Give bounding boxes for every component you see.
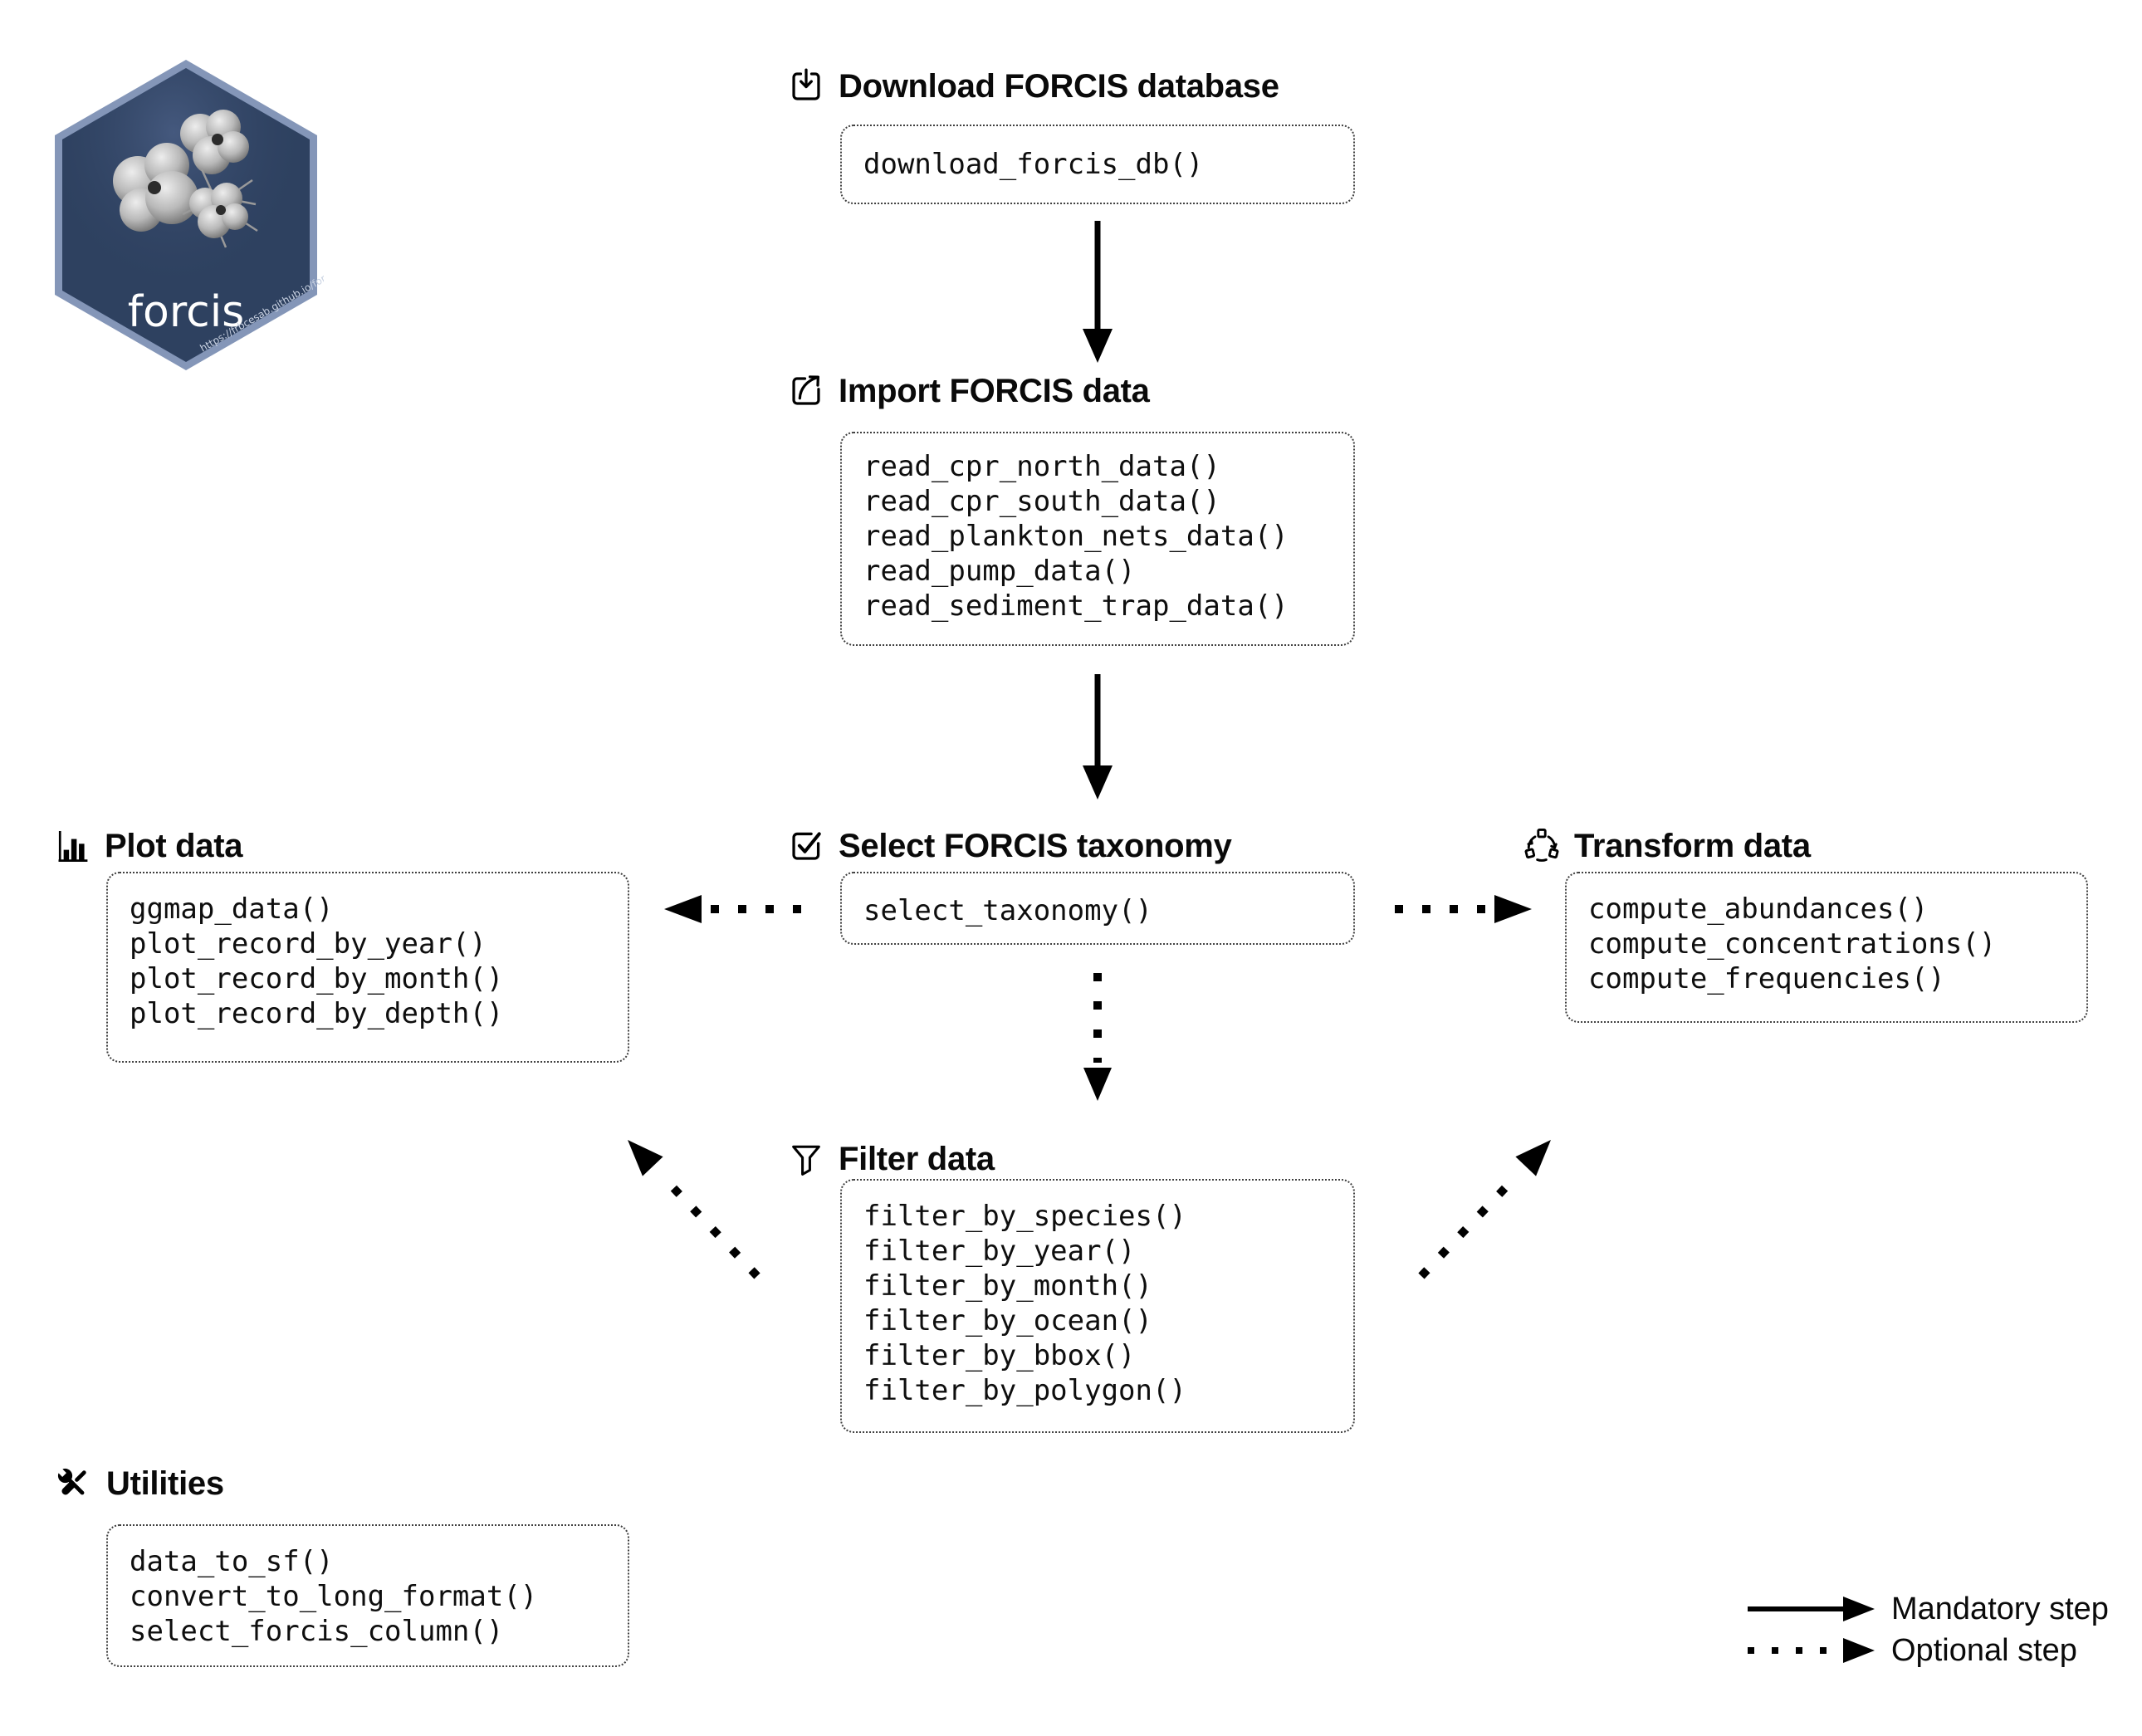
section-header-import: Import FORCIS data [787, 369, 1150, 413]
section-header-filter: Filter data [787, 1137, 995, 1181]
funnel-icon [792, 1145, 820, 1176]
section-title: Import FORCIS data [839, 372, 1150, 409]
function-name: read_cpr_south_data() [863, 485, 1220, 518]
function-name: convert_to_long_format() [130, 1580, 538, 1613]
function-name: select_forcis_column() [130, 1615, 504, 1648]
function-name: compute_frequencies() [1588, 962, 1945, 995]
function-name: filter_by_year() [863, 1235, 1136, 1268]
section-title: Transform data [1574, 827, 1811, 864]
arrow-filter-to-transform [1418, 1140, 1551, 1279]
section-header-select: Select FORCIS taxonomy [787, 824, 1232, 868]
function-name: ggmap_data() [130, 892, 334, 926]
box-arrow-out-icon [792, 375, 820, 405]
section-title: Download FORCIS database [839, 67, 1279, 105]
section-title: Plot data [105, 827, 243, 864]
section-header-download: Download FORCIS database [787, 65, 1279, 108]
arrow-import-to-select [1083, 674, 1113, 800]
arrow-select-to-transform [1395, 895, 1532, 923]
function-name: filter_by_polygon() [863, 1374, 1186, 1407]
section-title: Filter data [839, 1140, 995, 1177]
bar-chart-icon [58, 830, 88, 862]
function-name: plot_record_by_depth() [130, 997, 504, 1030]
function-name: filter_by_species() [863, 1200, 1186, 1233]
forcis-hex-logo: forcis https://frbcesab.github.io/forcis [55, 60, 324, 370]
section-title: Select FORCIS taxonomy [839, 827, 1232, 864]
arrow-select-to-plot [664, 895, 801, 923]
transform-cycle-icon [1524, 829, 1559, 862]
function-name: read_pump_data() [863, 555, 1136, 588]
function-name: download_forcis_db() [863, 148, 1204, 181]
select-functions-box: select_taxonomy() [840, 872, 1355, 945]
filter-functions-box: filter_by_species() filter_by_year() fil… [840, 1179, 1355, 1433]
legend-optional-label: Optional step [1891, 1633, 2077, 1668]
function-name: filter_by_bbox() [863, 1339, 1136, 1372]
tray-arrow-down-icon [792, 68, 820, 100]
function-name: select_taxonomy() [863, 894, 1152, 927]
section-title: Utilities [106, 1465, 224, 1502]
legend-optional-arrow [1748, 1638, 1875, 1663]
function-name: filter_by_month() [863, 1269, 1152, 1303]
function-name: compute_abundances() [1588, 892, 1929, 926]
function-name: compute_concentrations() [1588, 927, 1997, 961]
arrow-filter-to-plot [628, 1140, 760, 1279]
section-header-utilities: Utilities [53, 1462, 224, 1505]
function-name: data_to_sf() [130, 1545, 334, 1578]
section-header-plot: Plot data [53, 824, 243, 868]
legend-mandatory-label: Mandatory step [1891, 1592, 2109, 1626]
function-name: plot_record_by_year() [130, 927, 487, 961]
crossed-tools-icon [56, 1467, 86, 1495]
arrow-select-to-filter [1083, 973, 1112, 1101]
legend-mandatory-arrow [1748, 1597, 1875, 1621]
plot-functions-box: ggmap_data() plot_record_by_year() plot_… [106, 872, 629, 1063]
checkbox-check-icon [792, 832, 821, 860]
foraminifera-illustration [113, 110, 258, 248]
function-name: filter_by_ocean() [863, 1304, 1152, 1337]
function-name: read_plankton_nets_data() [863, 520, 1289, 553]
logo-wordmark: forcis [128, 287, 245, 337]
arrow-download-to-import [1083, 221, 1113, 363]
utilities-functions-box: data_to_sf() convert_to_long_format() se… [106, 1524, 629, 1667]
function-name: read_cpr_north_data() [863, 450, 1220, 483]
import-functions-box: read_cpr_north_data() read_cpr_south_dat… [840, 432, 1355, 646]
section-header-transform: Transform data [1523, 824, 1811, 868]
download-functions-box: download_forcis_db() [840, 125, 1355, 204]
function-name: plot_record_by_month() [130, 962, 504, 995]
function-name: read_sediment_trap_data() [863, 589, 1289, 623]
transform-functions-box: compute_abundances() compute_concentrati… [1565, 872, 2088, 1023]
